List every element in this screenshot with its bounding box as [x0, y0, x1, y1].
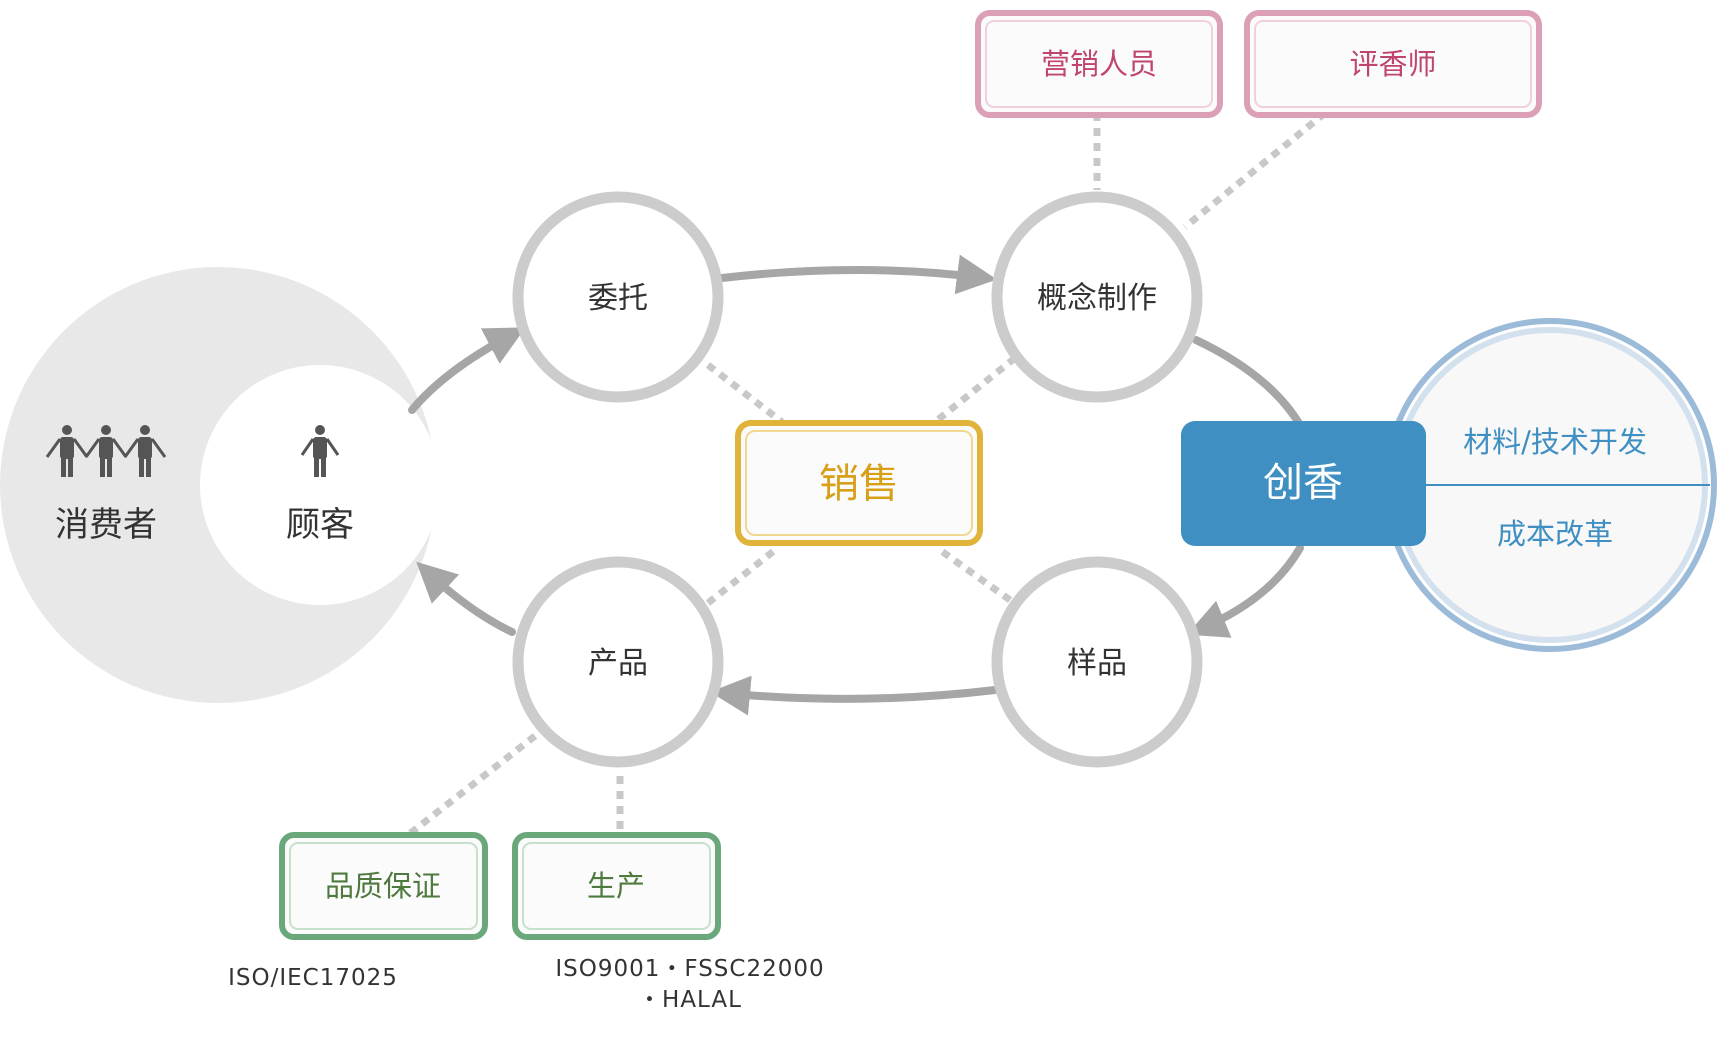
person-icon: [300, 425, 340, 477]
production-cert-line2: ・HALAL: [638, 987, 742, 1013]
creation-box: 创香: [1181, 421, 1426, 546]
arrow-concept-to-creation: [1192, 336, 1304, 429]
consumers-label: 消费者: [55, 505, 157, 545]
quality-label: 品质保证: [325, 869, 441, 903]
quality-box: 品质保证: [279, 832, 488, 940]
perfumer-connector: [1182, 110, 1328, 230]
node-sample: 样品: [991, 556, 1203, 768]
sample-label: 样品: [1067, 646, 1127, 681]
production-label: 生产: [587, 869, 645, 903]
arrow-creation-to-sample: [1186, 544, 1304, 638]
perfumer-box: 评香师: [1244, 10, 1542, 118]
customer-area: [200, 365, 440, 605]
three-people-icon: [45, 425, 167, 477]
concept-label: 概念制作: [1037, 281, 1157, 316]
arrow-sample-to-product: [710, 675, 999, 716]
sales-label: 销售: [819, 461, 899, 507]
material-tech-label: 材料/技术开发: [1463, 425, 1647, 459]
quality-cert: ISO/IEC17025: [228, 965, 398, 991]
node-concept: 概念制作: [991, 191, 1203, 403]
node-commission: 委托: [512, 191, 724, 403]
marketing-label: 营销人员: [1041, 47, 1157, 81]
production-cert-line1: ISO9001・FSSC22000: [555, 956, 824, 982]
creation-label: 创香: [1263, 460, 1343, 506]
commission-label: 委托: [588, 281, 648, 316]
sales-box: 销售: [735, 420, 983, 546]
product-label: 产品: [588, 646, 648, 681]
arrow-customer-to-commission: [408, 327, 526, 414]
creation-ring: 材料/技术开发 成本改革: [1383, 318, 1717, 652]
arrow-commission-to-concept: [718, 254, 997, 295]
perfumer-label: 评香师: [1349, 47, 1436, 81]
production-box: 生产: [512, 832, 721, 940]
product-quality-connector: [405, 733, 538, 838]
sample-sales-connector: [937, 547, 1013, 603]
concept-sales-connector: [932, 355, 1018, 425]
node-product: 产品: [512, 556, 724, 768]
cost-reform-label: 成本改革: [1497, 517, 1613, 551]
product-sales-connector: [705, 547, 778, 606]
commission-sales-connector: [705, 362, 785, 425]
marketing-box: 营销人员: [975, 10, 1223, 118]
arrow-product-to-customer: [416, 561, 516, 636]
customer-label: 顾客: [286, 505, 354, 545]
